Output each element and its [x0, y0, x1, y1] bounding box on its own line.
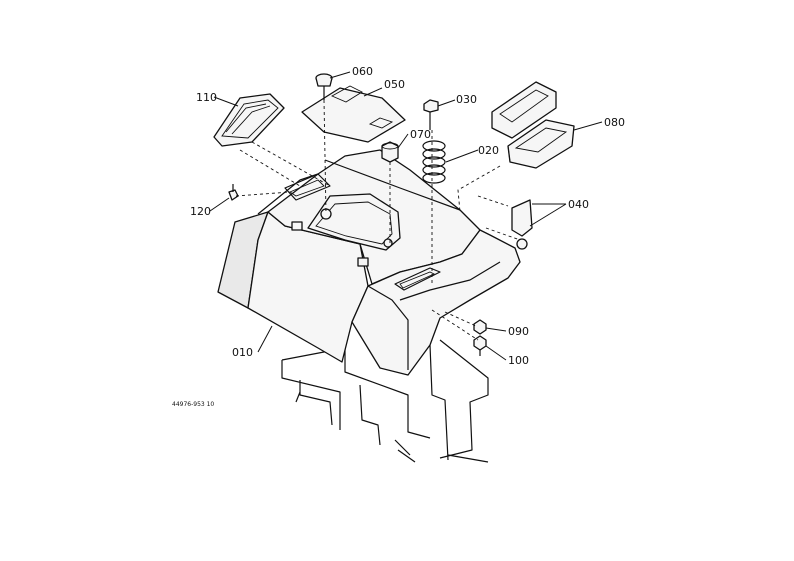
- label-040: 040: [568, 198, 589, 211]
- bracket-040: [511, 199, 533, 250]
- label-090: 100: [508, 354, 529, 367]
- knob-060: [315, 73, 333, 100]
- label-070: 070: [410, 128, 431, 141]
- figure-code: 44976-953 10: [172, 401, 214, 408]
- bolt-090: [473, 335, 487, 356]
- label-120: 120: [190, 205, 211, 218]
- label-030: 030: [456, 93, 477, 106]
- bolt-030: [423, 99, 439, 130]
- label-080: 080: [604, 116, 625, 129]
- cover-050: [301, 85, 406, 143]
- spring-020: [422, 140, 446, 184]
- callout-labels: 060 050 110 030 080 070 020 040 120 090 …: [172, 65, 625, 408]
- label-100: 090: [508, 325, 529, 338]
- label-050: 050: [384, 78, 405, 91]
- label-020: 020: [478, 144, 499, 157]
- label-110: 110: [196, 91, 217, 104]
- toolbox-080: [491, 81, 575, 169]
- panel-110: [213, 93, 285, 147]
- nut-100: [473, 319, 487, 335]
- bushing-070: [381, 141, 399, 163]
- label-060: 060: [352, 65, 373, 78]
- label-010: 010: [232, 346, 253, 359]
- screw-120: [228, 184, 239, 201]
- hood-drawing: [217, 149, 521, 376]
- frame-drawing: [281, 339, 489, 463]
- leader-lines: [209, 71, 603, 361]
- assembly-lines: [235, 99, 521, 341]
